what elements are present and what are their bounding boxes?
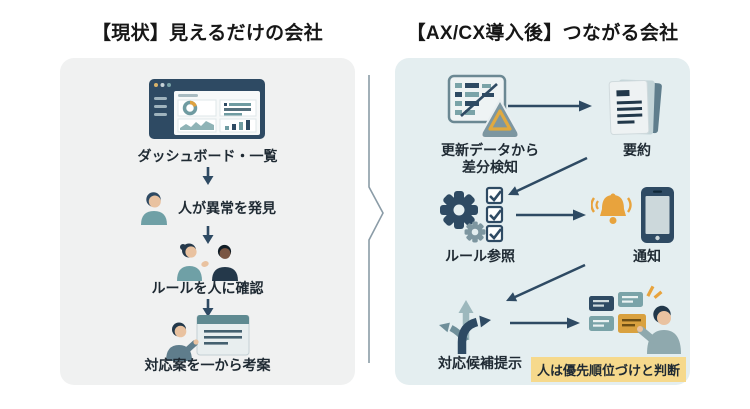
node-label-suggest: 対応候補提示: [438, 355, 522, 371]
gears-checklist-icon: [440, 186, 504, 243]
node-label-notify: 通知: [633, 248, 661, 264]
center-bracket: [368, 75, 384, 363]
step-label-devise: 対応案を一から考案: [144, 357, 271, 373]
node-label-diff-detect: 更新データから 差分検知: [441, 142, 539, 175]
person-document-icon: [165, 315, 249, 361]
down-arrow-icon: [202, 226, 213, 244]
dashboard-icon: [148, 79, 265, 139]
flow-arrow-diagonal: [508, 156, 588, 196]
flow-arrow-diagonal: [506, 263, 586, 302]
flow-arrow-right: [508, 100, 592, 112]
person-cards-icon: [589, 285, 681, 354]
two-people-icon: [176, 243, 238, 281]
node-label-rule-reference: ルール参照: [445, 248, 515, 264]
branching-arrows-icon: [439, 300, 491, 354]
left-panel-title: 【現状】見えるだけの会社: [91, 23, 324, 44]
flow-arrow-right: [516, 209, 586, 221]
step-label-dashboard: ダッシュボード・一覧: [137, 148, 278, 164]
right-panel: 更新データから 差分検知 要約: [395, 58, 690, 385]
step-label-confirm: ルールを人に確認: [151, 280, 264, 296]
node-label-summary: 要約: [623, 142, 651, 158]
step-row-anomaly: 人が異常を発見: [60, 191, 355, 225]
step-label-anomaly: 人が異常を発見: [178, 200, 276, 216]
highlight-label-human-judgment: 人は優先順位づけと判断: [530, 357, 686, 382]
table-alert-icon: [447, 74, 520, 139]
right-panel-title: 【AX/CX導入後】つながる会社: [406, 23, 679, 44]
down-arrow-icon: [202, 299, 213, 317]
summary-document-icon: [608, 79, 662, 136]
person-icon: [141, 192, 167, 225]
left-panel: ダッシュボード・一覧 人が異常を発見 ルールを人に確認: [60, 58, 355, 385]
down-arrow-icon: [202, 167, 213, 185]
flow-arrow-right: [510, 317, 580, 329]
bell-phone-icon: [591, 187, 674, 243]
